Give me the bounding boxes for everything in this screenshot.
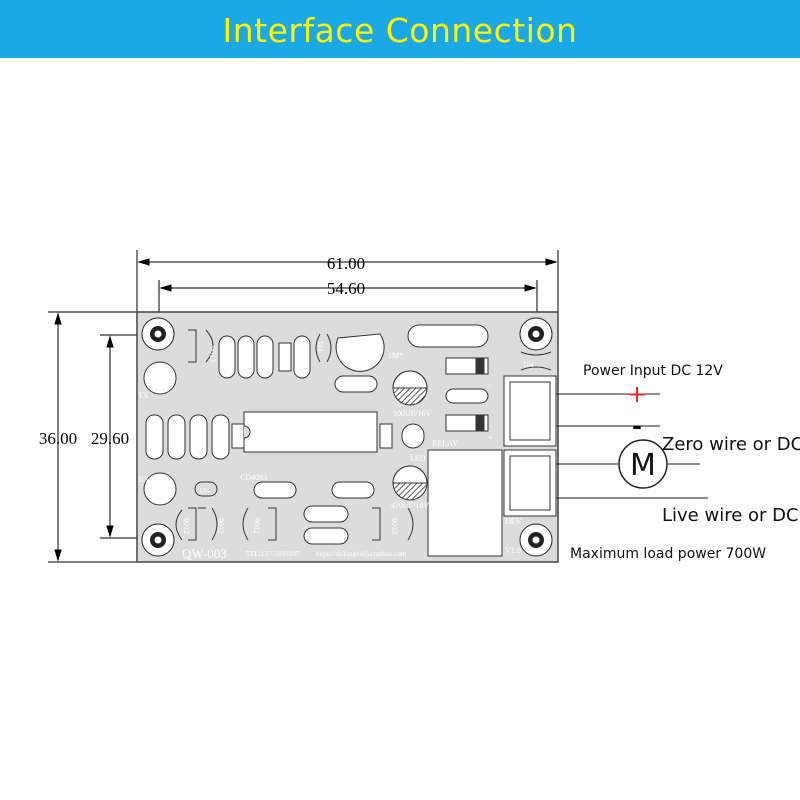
terminal-block-power [503,375,557,447]
wiring-lines [556,393,708,499]
svg-text:82K: 82K [345,487,359,496]
dimension-outer-height [48,311,138,563]
svg-text:33R/1W: 33R/1W [432,333,460,342]
svg-text:340K: 340K [215,428,224,446]
zero-wire-label: Zero wire or DC- [662,434,800,455]
svg-text:22K: 22K [260,350,269,364]
svg-text:10K: 10K [458,394,470,402]
outer-width-label: 61.00 [327,254,365,273]
svg-text:200K: 200K [263,487,281,496]
svg-text:TX: TX [138,391,149,400]
max-load-label: Maximum load power 700W [570,546,766,562]
pcb-board: 9012 340K 200K 22K 4148 82K 104 TX RX 33… [136,311,559,563]
board-model: QW-003 [182,546,227,561]
svg-text:2.2K: 2.2K [317,533,333,542]
svg-text:10M: 10M [171,430,180,445]
live-wire-text: Live wire or DC [662,505,799,526]
svg-text:340K: 340K [222,348,231,366]
svg-text:LED: LED [410,454,426,463]
svg-text:10K: 10K [317,511,331,520]
page-title: Interface Connection [222,11,578,50]
svg-text:4148: 4148 [280,346,288,361]
svg-text:104: 104 [316,341,324,352]
svg-text:RX: RX [138,475,149,484]
inner-width-label: 54.60 [327,279,365,298]
svg-text:RELAY: RELAY [432,439,458,448]
power-minus-sign: - [632,412,642,440]
svg-text:104: 104 [199,487,210,495]
svg-text:100K: 100K [149,428,158,446]
silkscreen-labels: 9012 340K 200K 22K 4148 82K 104 TX RX 33… [138,333,534,561]
component-outlines-middle [143,411,503,557]
dimension-outer-width [136,250,559,312]
power-input-label: Power Input DC 12V [583,363,723,379]
svg-text:470UF/16V: 470UF/16V [391,501,429,510]
svg-text:9012: 9012 [208,346,217,362]
svg-text:100UF/16V: 100UF/16V [393,409,431,418]
svg-text:-: - [488,381,491,390]
svg-text:200K: 200K [241,348,250,366]
power-plus-sign: + [627,380,647,408]
svg-text:V1.0: V1.0 [505,546,521,555]
svg-text:1M*: 1M* [388,351,403,360]
svg-text:4148: 4148 [233,428,241,443]
capacitor-outline-c3 [520,351,552,371]
inner-height-label: 29.60 [91,429,129,448]
live-wire-label: Live wire or DC+ [662,505,800,526]
live-wire-plus: + [799,505,800,526]
svg-text:5.1M: 5.1M [193,430,202,447]
svg-text:4007: 4007 [450,364,465,372]
board-url: https://shilonghuijia.taobao.com [316,550,407,558]
svg-text:CD4093: CD4093 [240,473,267,482]
component-outlines-bottom [175,481,414,545]
mounting-hole-icon [141,317,553,557]
svg-text:9012: 9012 [182,518,191,534]
motor-icon [618,439,668,489]
svg-text:9013: 9013 [390,518,399,534]
svg-text:104: 104 [523,361,534,369]
svg-text:+: + [488,433,493,442]
svg-text:9012: 9012 [216,518,225,534]
terminal-block-load [503,449,557,517]
svg-text:DEV: DEV [505,517,522,526]
board-phone: TEL:13751093107 [246,550,300,558]
svg-text:4148: 4148 [381,428,389,443]
motor-symbol: M [630,448,656,483]
component-outlines-top [143,324,489,432]
outer-height-label: 36.00 [39,429,77,448]
title-banner [0,0,800,58]
svg-text:6.8K: 6.8K [345,381,361,390]
svg-text:9012: 9012 [252,518,261,534]
svg-text:4007: 4007 [450,421,465,429]
svg-text:82K: 82K [297,352,306,366]
